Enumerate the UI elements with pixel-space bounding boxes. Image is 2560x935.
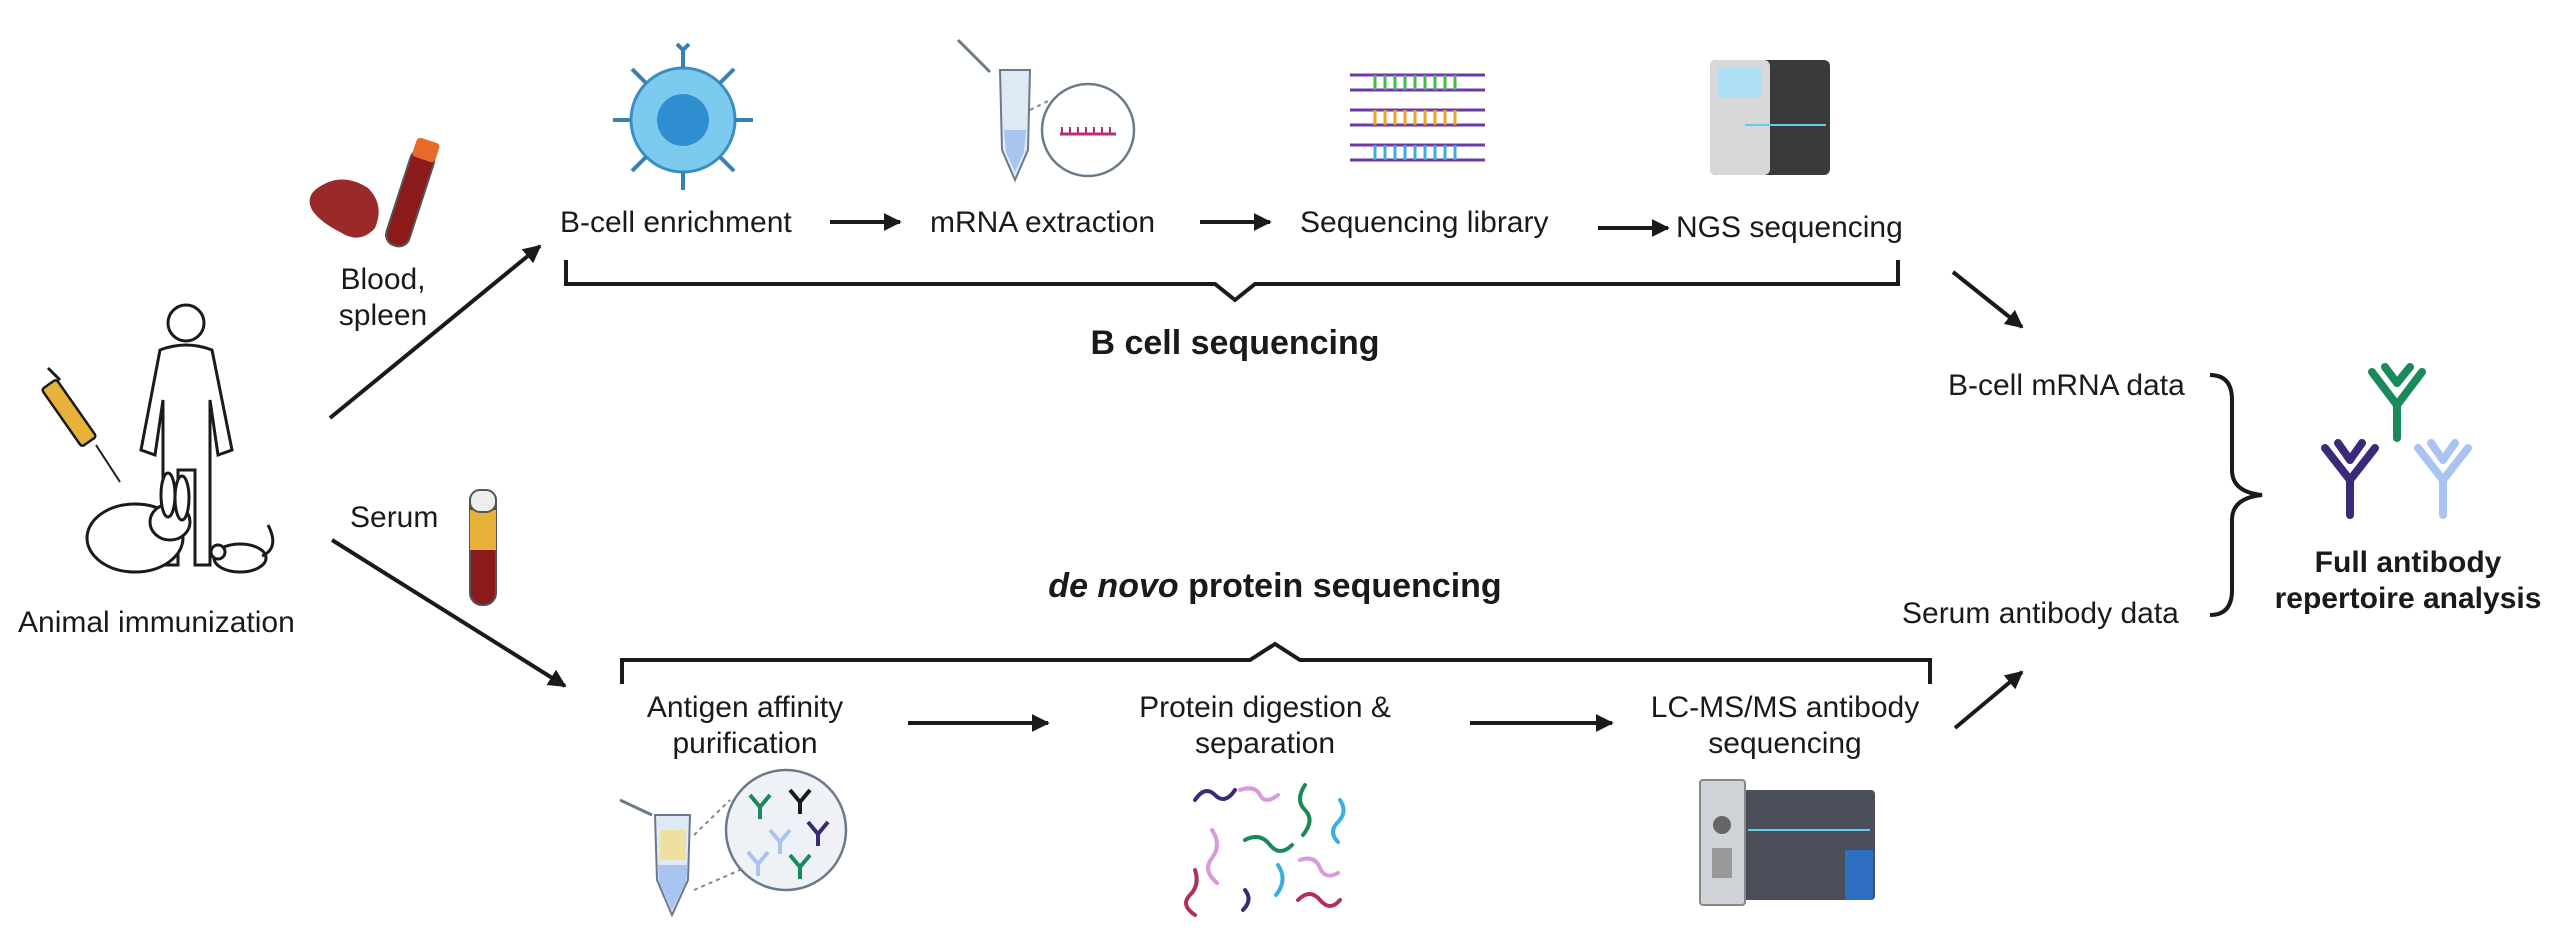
mrna-tube-icon	[956, 38, 1136, 183]
protein-title-rest: protein sequencing	[1178, 567, 1502, 605]
affinity-line-2: purification	[672, 727, 818, 760]
blood-spleen-label: Blood, spleen	[318, 262, 448, 334]
result-line-1: Full antibody	[2314, 546, 2502, 579]
lcms-line-1: LC-MS/MS antibody	[1650, 691, 1920, 724]
sequencing-library-icon	[1350, 73, 1485, 162]
protein-section-title: de novo protein sequencing	[970, 568, 1580, 604]
lcms-line-2: sequencing	[1708, 727, 1862, 760]
ngs-sequencer-icon	[1710, 60, 1830, 175]
bcell-mrna-data-label: B-cell mRNA data	[1948, 369, 2185, 402]
bcell-step-mrna-extraction: mRNA extraction	[930, 206, 1156, 239]
bcell-bracket	[564, 260, 1900, 303]
antibody-green-icon	[2368, 363, 2426, 442]
rabbit-icon	[85, 471, 192, 574]
arrow-to-bcell	[328, 244, 542, 420]
serum-tube-icon	[469, 489, 497, 606]
arrow-to-serum-data	[1953, 670, 2024, 730]
blood-tube-icon	[384, 137, 440, 248]
blood-label: Blood,	[340, 263, 426, 296]
peptides-icon	[1184, 783, 1346, 917]
bcell-step-enrichment: B-cell enrichment	[560, 206, 792, 239]
arrow-to-protein	[330, 538, 567, 688]
bcell-icon	[613, 42, 753, 190]
protein-title-italic: de novo	[1048, 567, 1179, 605]
mouse-icon	[209, 524, 275, 574]
spleen-label: spleen	[338, 299, 428, 332]
result-line-2: repertoire analysis	[2274, 582, 2542, 615]
serum-label: Serum	[350, 501, 439, 534]
digestion-line-1: Protein digestion &	[1139, 691, 1391, 724]
bcell-section-title: B cell sequencing	[1090, 324, 1380, 362]
protein-step-digestion: Protein digestion & separation	[1110, 690, 1420, 762]
serum-antibody-data-label: Serum antibody data	[1902, 597, 2179, 630]
affinity-line-1: Antigen affinity	[646, 691, 844, 724]
bcell-step-sequencing-library: Sequencing library	[1300, 206, 1549, 239]
antibody-purple-icon	[2321, 439, 2379, 519]
arrow-to-bcell-data	[1951, 270, 2024, 329]
protein-step-affinity: Antigen affinity purification	[600, 690, 890, 762]
result-label: Full antibody repertoire analysis	[2258, 545, 2558, 617]
antibody-light-icon	[2414, 439, 2472, 519]
lc-ms-instrument-icon	[1699, 779, 1875, 906]
protein-bracket	[620, 641, 1932, 684]
bcell-step-ngs-sequencing: NGS sequencing	[1676, 211, 1903, 244]
merge-brace	[2209, 373, 2263, 617]
spleen-icon	[309, 179, 379, 238]
animal-immunization-label: Animal immunization	[18, 606, 295, 639]
digestion-line-2: separation	[1194, 727, 1336, 760]
syringe-icon	[41, 366, 121, 483]
affinity-column-icon	[619, 768, 848, 918]
protein-step-lcms: LC-MS/MS antibody sequencing	[1630, 690, 1940, 762]
